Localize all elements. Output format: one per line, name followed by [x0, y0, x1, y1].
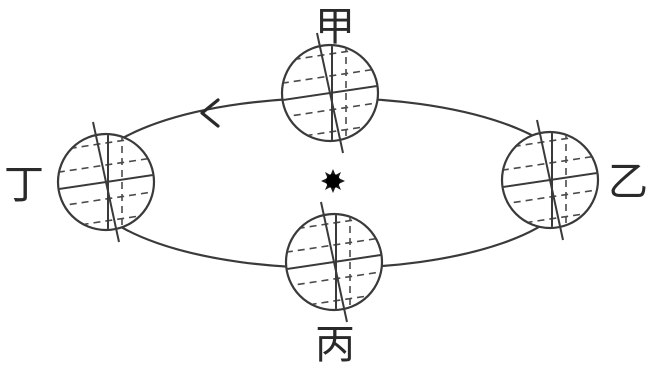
- orbit-direction-arrow-icon: [202, 100, 218, 126]
- earth-position-yi: [490, 120, 610, 240]
- earth-position-ding: [46, 122, 166, 242]
- sun-icon: [321, 169, 345, 193]
- label-ding: 丁: [4, 162, 44, 208]
- earth-position-bing: [274, 202, 394, 322]
- earth-position-jia: [270, 33, 390, 153]
- label-yi: 乙: [608, 159, 648, 205]
- label-bing: 丙: [315, 322, 355, 368]
- label-jia: 甲: [315, 4, 355, 50]
